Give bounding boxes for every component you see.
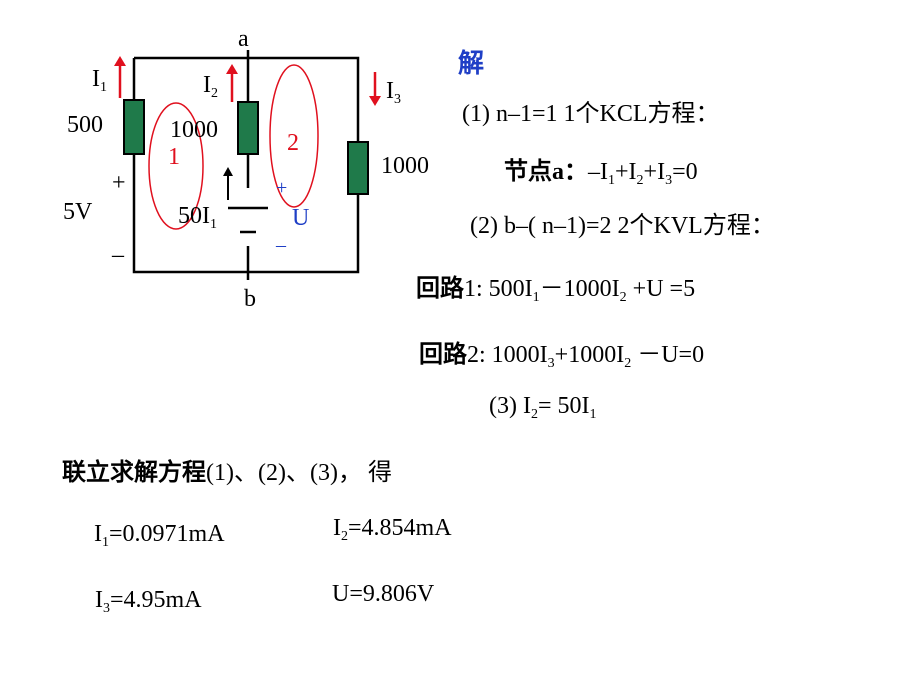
combine-line: 联立求解方程(1)、(2)、(3)， 得 [62,460,392,486]
wire-outer-loop [132,56,360,274]
loop2-equation: 回路2: 1000I3+1000I2 －U=0 [419,342,705,371]
source-minus: – [111,242,125,268]
I1-label: I1 [92,66,107,95]
resistor-500 [123,99,145,155]
result-I2: I2=4.854mA [333,515,452,544]
step2-line: (2) b–( n–1)=2 2个KVL方程： [470,213,775,239]
resistor-1000-right [347,141,369,195]
resistor-1000-middle-label: 1000 [170,117,218,143]
circuit-wires [132,50,360,280]
current-arrow-I3 [369,72,381,106]
loop-1-ellipse [148,102,204,230]
result-I3: I3=4.95mA [95,587,202,616]
node-a-label: a [238,26,249,52]
resistor-1000-right-label: 1000 [381,153,429,179]
ccvs-label: 50I1 [178,203,217,232]
U-minus: – [275,234,287,256]
U-label: U [292,205,309,231]
I2-label: I2 [203,72,218,101]
loop-2-label: 2 [287,130,299,156]
U-plus: + [276,177,287,199]
node-equation: 节点a：–I1+I2+I3=0 [504,159,698,188]
current-arrow-I1 [114,56,126,98]
result-I1: I1=0.0971mA [94,521,225,550]
result-U: U=9.806V [332,581,435,607]
I3-label: I3 [386,78,401,107]
loop-1-label: 1 [168,144,180,170]
resistor-1000-middle [237,101,259,155]
source-plus: + [112,170,126,196]
loop-2-ellipse [269,64,319,208]
resistor-500-label: 500 [67,112,103,138]
source-value: 5V [63,199,93,225]
step3-equation: (3) I2= 50I1 [489,393,597,422]
solution-heading: 解 [458,49,485,78]
loop1-equation: 回路1: 500I1－1000I2 +U =5 [416,276,696,305]
ccvs-arrow [223,167,233,200]
step1-line: (1) n–1=1 1个KCL方程： [462,101,720,127]
current-arrow-I2 [226,64,238,102]
node-b-label: b [244,286,256,312]
